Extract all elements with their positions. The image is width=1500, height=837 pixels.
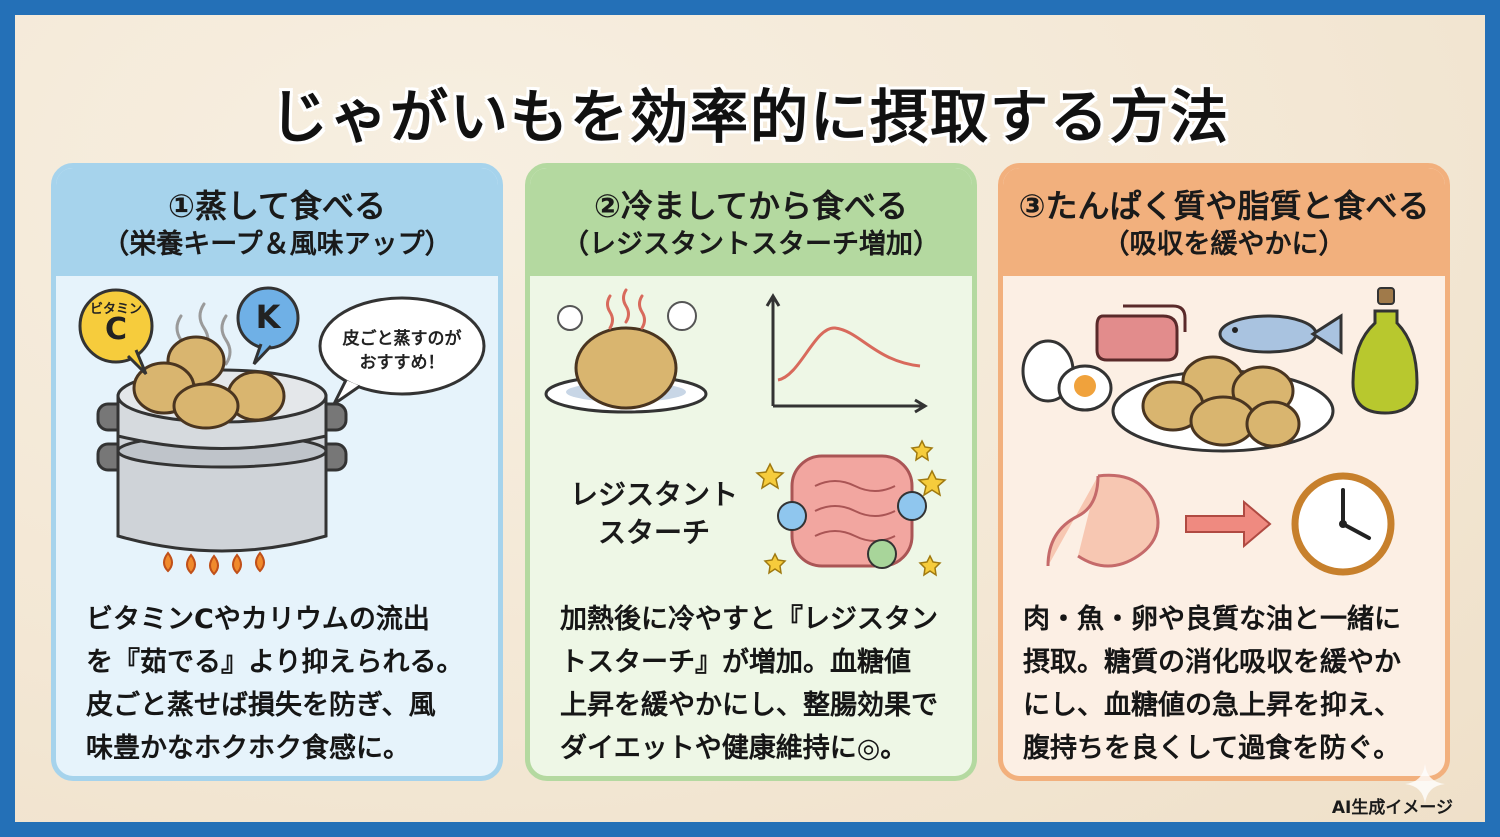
sparkle-icon (1405, 764, 1445, 804)
card-header: ①蒸して食べる （栄養キープ＆風味アップ） (56, 168, 498, 276)
potassium-label: K (255, 298, 281, 336)
card-heading: ③たんぱく質や脂質と食べる (1018, 187, 1430, 225)
body-line: 皮ごと蒸せば損失を防ぎ、風 (86, 690, 436, 721)
card-heading: ①蒸して食べる (167, 187, 387, 225)
meat-icon (1095, 304, 1187, 362)
clock-icon (1291, 472, 1395, 576)
body-line: ダイエットや健康維持に◎。 (560, 733, 908, 764)
star-icon (755, 439, 947, 577)
body-line: 肉・魚・卵や良質な油と一緒に (1023, 604, 1401, 635)
flame-icon (163, 551, 265, 576)
card-body: 加熱後に冷やすと『レジスタン トスターチ』が増加。血糖値 上昇を緩やかにし、整腸… (530, 598, 972, 770)
steamer-pot-icon (78, 286, 486, 576)
speech-bubble-line1: 皮ごと蒸すのが (342, 329, 462, 349)
ai-generated-note: AI生成イメージ (1331, 798, 1453, 818)
vitamin-label-large: C (104, 312, 128, 347)
card-subheading: （栄養キープ＆風味アップ） (102, 229, 452, 260)
body-line: 上昇を緩やかにし、整腸効果で (560, 690, 938, 721)
body-line: ビタミンCやカリウムの流出 (86, 604, 430, 635)
speech-bubble-line2: おすすめ！ (359, 353, 445, 373)
card-header: ③たんぱく質や脂質と食べる （吸収を緩やかに） (1003, 168, 1445, 276)
card-illustration (1003, 276, 1445, 598)
curve-graph-icon (765, 293, 928, 414)
card-heading: ②冷ましてから食べる (593, 187, 909, 225)
page-title: じゃがいもを効率的に摂取する方法 (269, 83, 1230, 151)
body-line: を『茹でる』より抑えられる。 (86, 647, 464, 678)
vitamin-label-small: ビタミン (89, 302, 142, 317)
card-steam: ①蒸して食べる （栄養キープ＆風味アップ） (51, 163, 503, 781)
card-illustration: レジスタント スターチ (530, 276, 972, 598)
hot-potato-plate-icon (544, 288, 708, 414)
potato-icon (132, 335, 286, 430)
arrow-right-icon (1185, 499, 1272, 549)
card-protein-fat: ③たんぱく質や脂質と食べる （吸収を緩やかに） (998, 163, 1450, 781)
card-body: 肉・魚・卵や良質な油と一緒に 摂取。糖質の消化吸収を緩やか にし、血糖値の急上昇… (1003, 598, 1445, 770)
body-line: 味豊かなホクホク食感に。 (86, 733, 410, 764)
body-line: にし、血糖値の急上昇を抑え、 (1023, 690, 1401, 721)
body-line: トスターチ』が増加。血糖値 (560, 647, 911, 678)
happy-intestine-icon (777, 454, 927, 569)
resistant-starch-label: レジスタント スターチ (570, 478, 739, 549)
fish-icon (1218, 313, 1343, 355)
olive-oil-icon (1351, 287, 1419, 415)
card-subheading: （吸収を緩やかに） (1102, 229, 1346, 260)
body-line: 加熱後に冷やすと『レジスタン (560, 604, 938, 635)
body-line: 腹持ちを良くして過食を防ぐ。 (1023, 733, 1401, 764)
card-subheading: （レジスタントスターチ増加） (562, 229, 940, 260)
card-illustration: ビタミン C K 皮ごと蒸すのが おすすめ！ (56, 276, 498, 598)
card-header: ②冷ましてから食べる （レジスタントスターチ増加） (530, 168, 972, 276)
card-cool: ②冷ましてから食べる （レジスタントスターチ増加） (525, 163, 977, 781)
infographic-frame: じゃがいもを効率的に摂取する方法 ①蒸して食べる （栄養キープ＆風味アップ） (15, 15, 1485, 822)
speech-bubble (318, 296, 486, 396)
card-body: ビタミンCやカリウムの流出 を『茹でる』より抑えられる。 皮ごと蒸せば損失を防ぎ… (56, 598, 498, 770)
vitamin-c-bubble (78, 288, 154, 364)
egg-icon (1021, 339, 1113, 412)
body-line: 摂取。糖質の消化吸収を緩やか (1023, 647, 1401, 678)
potato-plate-icon (1111, 355, 1335, 453)
stomach-icon (1046, 473, 1160, 568)
